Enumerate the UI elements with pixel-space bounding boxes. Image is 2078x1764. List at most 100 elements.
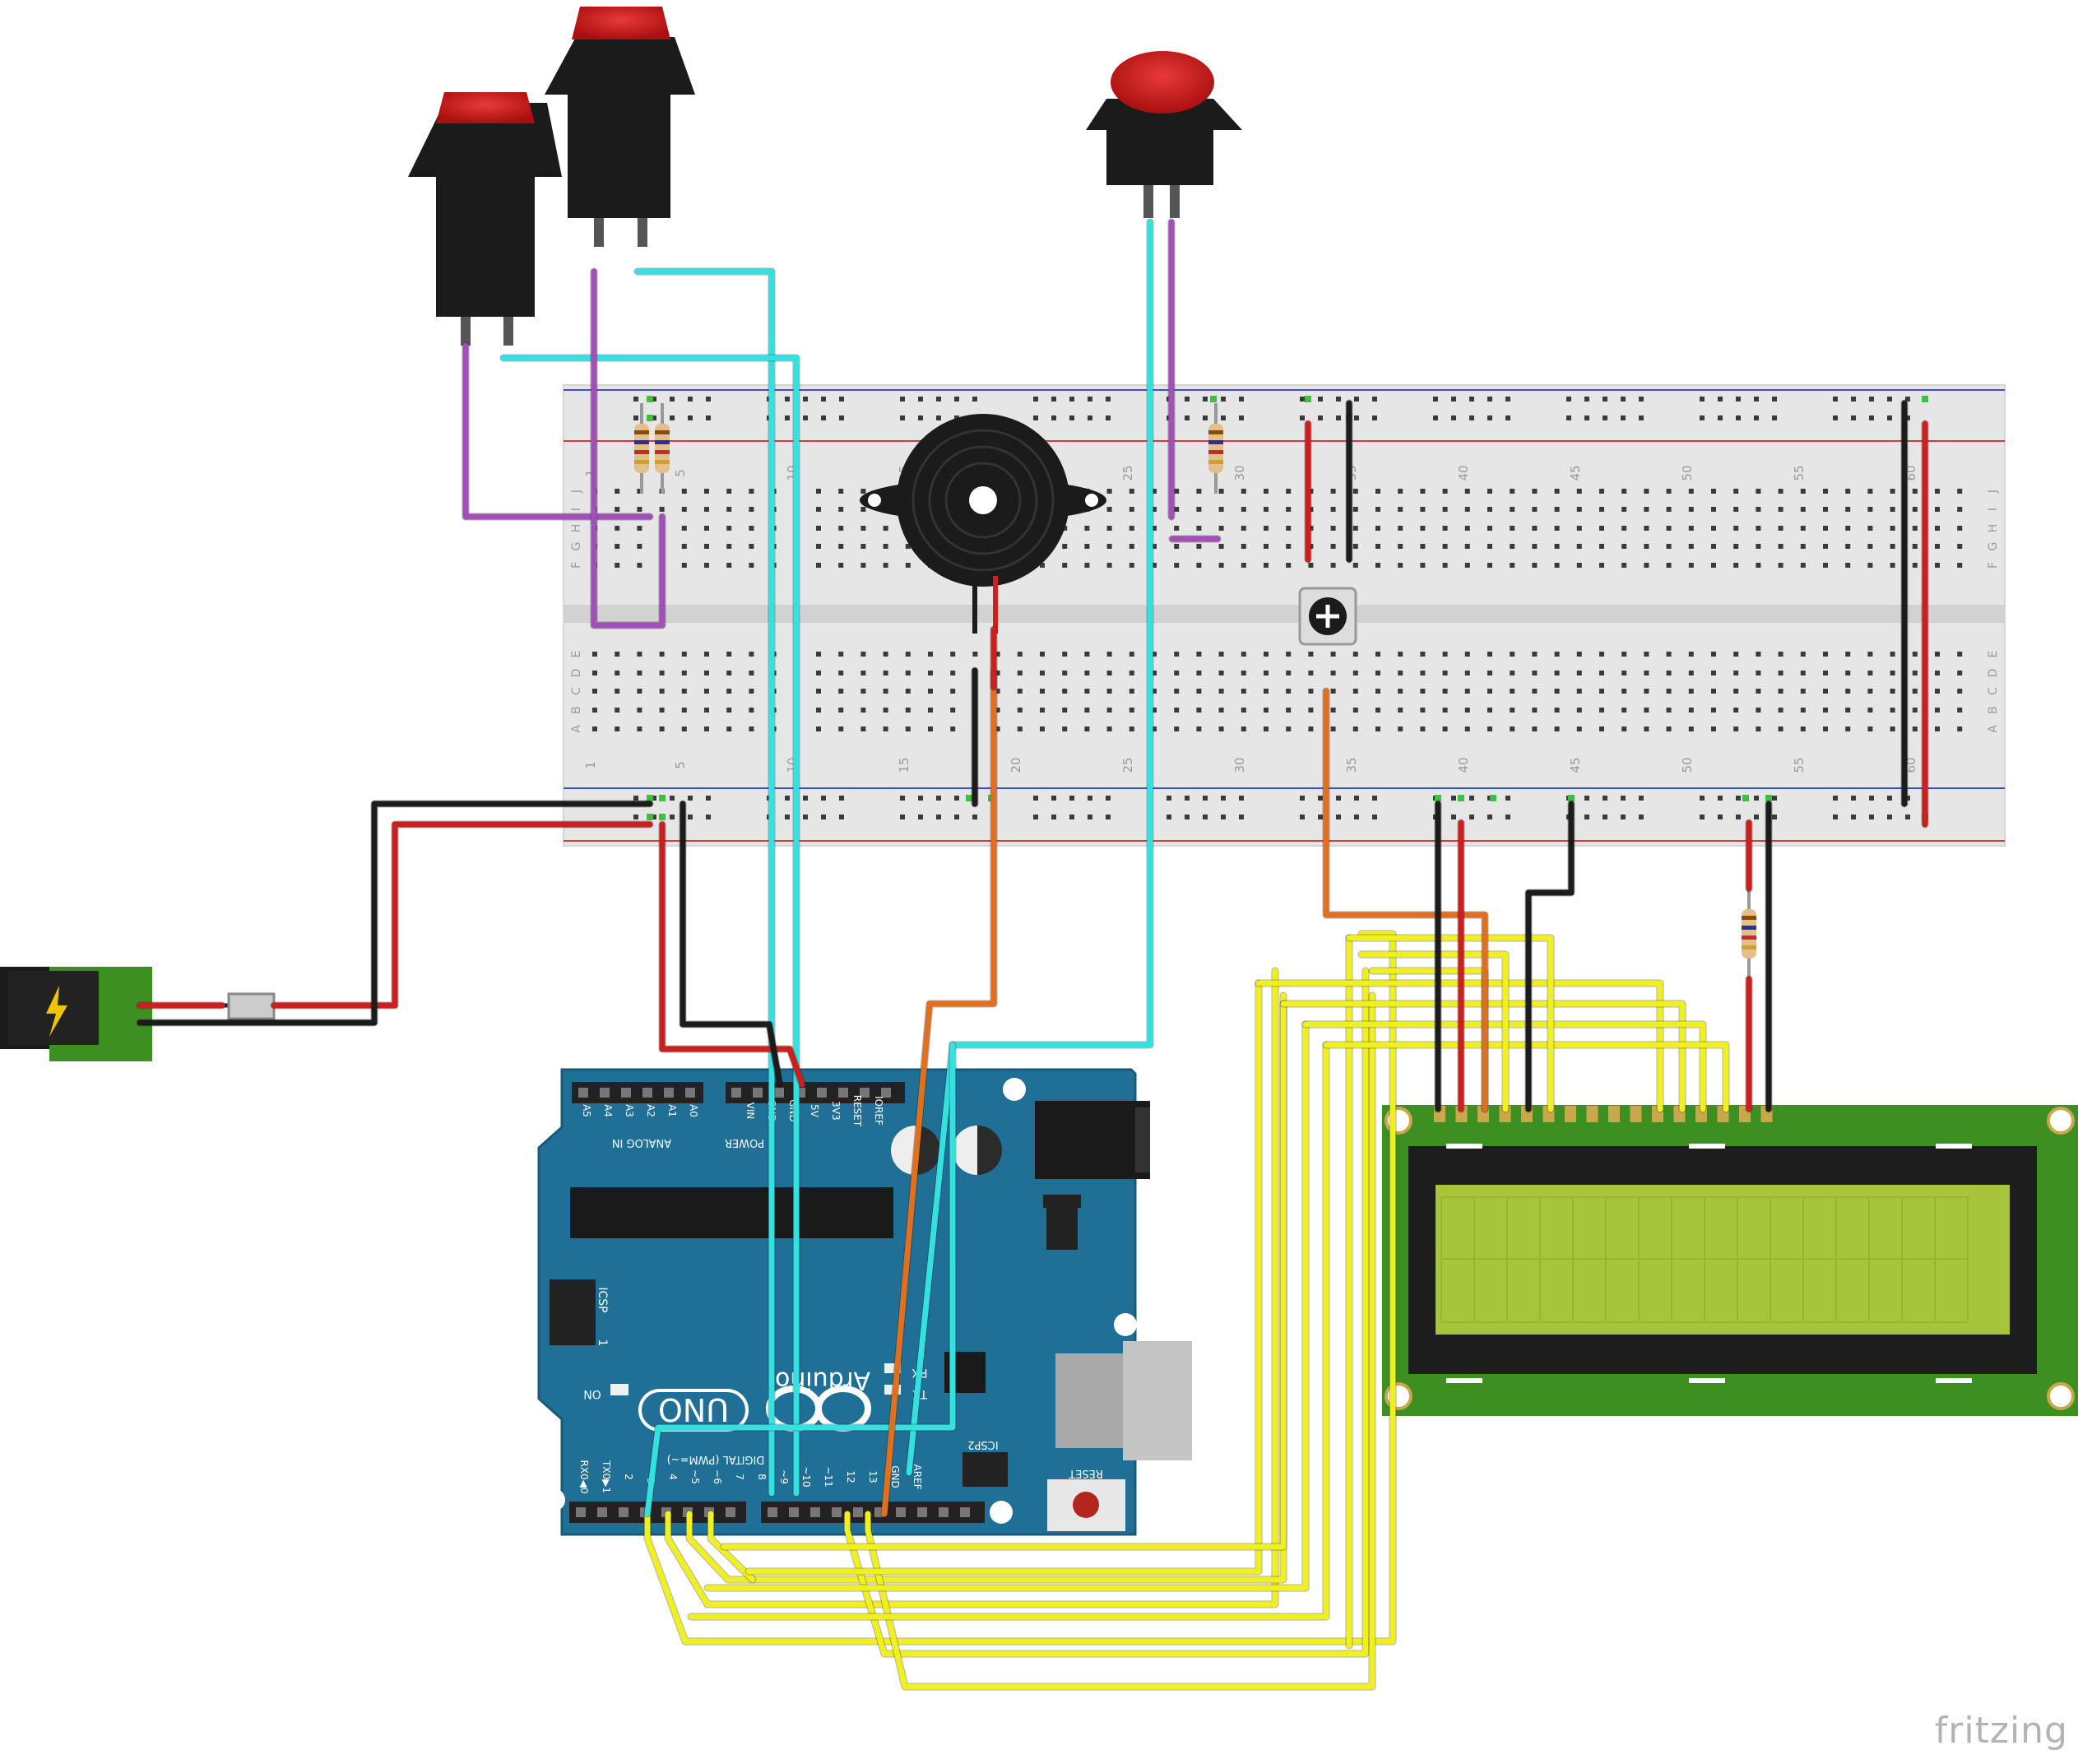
column-number-top: 45 — [1568, 465, 1583, 480]
breadboard-hole — [1398, 708, 1403, 713]
breadboard-hole — [1935, 544, 1940, 549]
breadboard-hole — [1733, 544, 1739, 549]
cyan-wire — [906, 219, 1153, 1476]
active-contact — [659, 795, 666, 801]
breadboard-hole — [1084, 544, 1090, 549]
rail-hole — [1869, 415, 1874, 420]
rail-hole — [1833, 415, 1838, 420]
rail-hole — [1433, 415, 1438, 420]
push-button-3[interactable] — [1086, 51, 1242, 218]
breadboard-hole — [1152, 652, 1157, 657]
breadboard-hole — [637, 726, 642, 731]
breadboard-hole — [1711, 689, 1716, 694]
breadboard-hole — [1599, 526, 1604, 531]
breadboard-hole — [1823, 544, 1828, 549]
potentiometer[interactable] — [1298, 587, 1357, 646]
active-contact — [647, 415, 653, 421]
breadboard-hole — [1621, 489, 1627, 494]
column-number-top: 5 — [673, 469, 688, 477]
breadboard-hole — [615, 689, 620, 694]
breadboard-hole — [1152, 708, 1157, 713]
breadboard-hole — [1286, 489, 1292, 494]
header-pin — [860, 1088, 870, 1098]
yellow-wire — [1346, 935, 1554, 1112]
breadboard-hole — [816, 507, 821, 512]
rail-hole — [1088, 796, 1092, 801]
breadboard-hole — [1845, 489, 1851, 494]
breadboard-hole — [928, 689, 933, 694]
rail-hole — [839, 397, 844, 402]
breadboard-hole — [1196, 489, 1202, 494]
breadboard-hole — [1890, 544, 1895, 549]
column-number-bottom: 1 — [583, 761, 598, 769]
breadboard-hole — [1800, 708, 1806, 713]
header-pin — [731, 1088, 741, 1098]
breadboard-hole — [1912, 708, 1918, 713]
breadboard-hole — [1330, 526, 1336, 531]
header-pin — [600, 1088, 610, 1098]
breadboard-hole — [1106, 507, 1112, 512]
header-pin — [578, 1088, 588, 1098]
rail-hole — [1772, 415, 1777, 420]
breadboard-hole — [816, 708, 821, 713]
header-pin — [896, 1507, 906, 1517]
breadboard-hole — [1935, 652, 1940, 657]
breadboard-hole — [1398, 671, 1403, 675]
push-button-2[interactable] — [545, 7, 695, 247]
rail-hole — [1718, 815, 1723, 819]
rail-hole — [821, 415, 826, 420]
breadboard-hole — [860, 544, 866, 549]
rail-hole — [1718, 415, 1723, 420]
breadboard-hole — [1890, 726, 1895, 731]
rail-hole — [1033, 415, 1038, 420]
breadboard-hole — [1420, 489, 1426, 494]
push-button-1[interactable] — [408, 92, 562, 346]
rail-hole — [1851, 796, 1856, 801]
breadboard-hole — [1510, 689, 1515, 694]
breadboard-hole — [1644, 563, 1649, 568]
breadboard-hole — [1621, 671, 1627, 675]
header-pin — [789, 1507, 799, 1517]
breadboard-hole — [1554, 652, 1560, 657]
breadboard-hole — [1420, 652, 1426, 657]
rail-hole — [821, 796, 826, 801]
breadboard-hole — [1330, 544, 1336, 549]
breadboard-hole — [1062, 544, 1068, 549]
rail-hole — [1372, 415, 1377, 420]
rail-hole — [1336, 796, 1341, 801]
breadboard-hole — [1599, 726, 1604, 731]
breadboard-hole — [816, 544, 821, 549]
breadboard-hole — [1845, 544, 1851, 549]
breadboard-hole — [1174, 544, 1180, 549]
resistor — [1742, 889, 1756, 979]
rail-hole — [1754, 397, 1759, 402]
breadboard-hole — [681, 544, 687, 549]
rail-hole — [1203, 397, 1208, 402]
rail-hole — [1887, 815, 1892, 819]
rail-hole — [918, 815, 923, 819]
rail-hole — [1372, 796, 1377, 801]
breadboard-hole — [1845, 689, 1851, 694]
rail-hole — [1621, 815, 1626, 819]
row-letter: H — [570, 524, 583, 533]
slide-switch[interactable] — [227, 992, 276, 1020]
breadboard-hole — [1129, 671, 1134, 675]
rail-hole — [918, 397, 923, 402]
rail-hole — [1487, 397, 1492, 402]
rail-hole — [1300, 815, 1305, 819]
breadboard-hole — [1152, 563, 1157, 568]
breadboard-hole — [1935, 507, 1940, 512]
breadboard-hole — [749, 671, 754, 675]
rail-hole — [670, 397, 675, 402]
breadboard-hole — [1241, 726, 1246, 731]
breadboard-hole — [1174, 689, 1180, 694]
breadboard-hole — [749, 652, 754, 657]
rail-hole — [1069, 415, 1074, 420]
digital-pin-label: ~10 — [800, 1466, 812, 1487]
breadboard-hole — [1845, 526, 1851, 531]
breadboard-hole — [816, 689, 821, 694]
row-letter: D — [1987, 669, 2000, 678]
orange-wire — [881, 667, 997, 1517]
breadboard-hole — [1420, 507, 1426, 512]
breadboard-hole — [1957, 489, 1963, 494]
